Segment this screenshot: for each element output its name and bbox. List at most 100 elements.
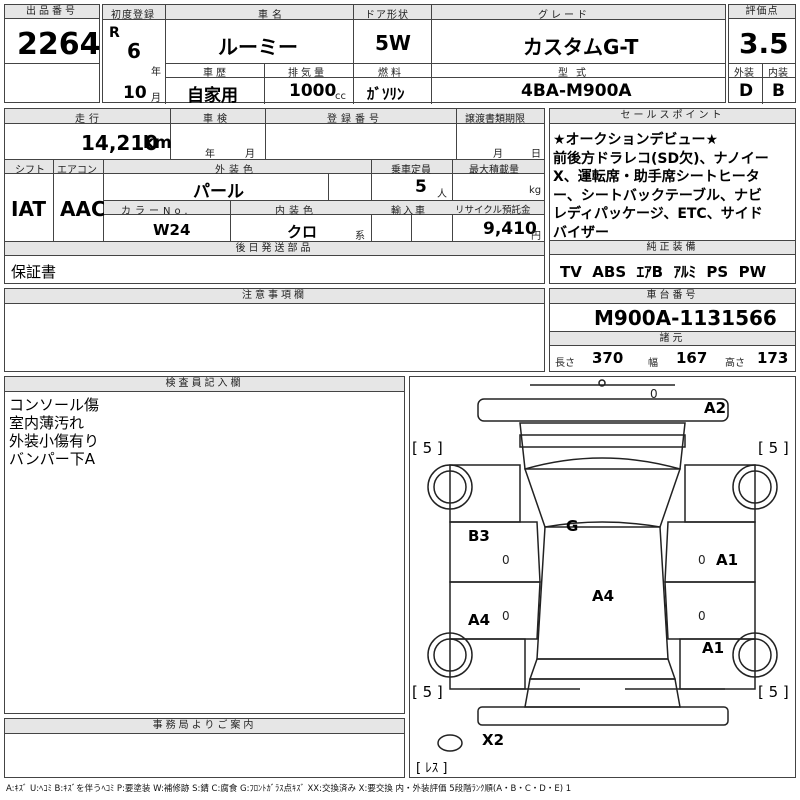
first-reg-era: R — [109, 25, 120, 41]
car-name-label: 車名 — [258, 10, 286, 21]
right-rear-door — [664, 581, 756, 640]
fuel-label: 燃料 — [378, 68, 404, 79]
car-outline-diagram — [427, 379, 778, 752]
transfer-deadline-label: 譲渡書類期限 — [465, 114, 525, 125]
hood — [519, 422, 686, 470]
shift-value: IAT — [11, 197, 47, 221]
notes-box: 注意事項欄 — [4, 288, 545, 372]
model-code-label: 型式 — [558, 68, 594, 79]
history-value: 自家用 — [187, 86, 238, 106]
inspector-label: 検査員記入欄 — [5, 377, 404, 392]
recycle-value: 9,410 — [483, 219, 537, 239]
ext-color-value: パール — [193, 182, 244, 202]
int-color-value: クロ — [287, 223, 318, 241]
office-label: 事務局よりご案内 — [5, 719, 404, 734]
lot-number-cell: 出品番号 2264 — [4, 4, 101, 103]
door-label: ドア形状 — [365, 10, 409, 21]
mark-front: A2 — [704, 399, 727, 417]
genuine-equipment-box: 純正装備 TV ABS ｴｱB ｱﾙﾐ PS PW — [549, 240, 796, 284]
mark-windshield: G — [566, 517, 579, 535]
inspection-label: 車検 — [203, 114, 231, 125]
spare-tire — [437, 734, 463, 752]
car-name-value: ルーミー — [218, 35, 298, 59]
mark-roof: A4 — [592, 587, 615, 605]
left-front-fender — [449, 464, 521, 523]
tire-front-left — [427, 464, 473, 510]
aircon-value: AAC — [60, 197, 106, 221]
mileage-label: 走行 — [75, 114, 103, 125]
left-front-door — [449, 521, 541, 583]
genuine-label: 純正装備 — [550, 241, 795, 255]
mark-rear: X2 — [482, 731, 505, 749]
tire-rear-right — [732, 632, 778, 678]
first-reg-year: 6 — [127, 39, 141, 63]
zero-mark-1: 0 — [502, 553, 510, 567]
zero-mark-3: 0 — [698, 553, 706, 567]
history-label: 車歴 — [203, 68, 229, 79]
import-label: 輸入車 — [391, 206, 427, 217]
lot-number-value: 2264 — [17, 27, 101, 62]
first-reg-month-unit: 月 — [151, 93, 161, 104]
score-value: 3.5 — [739, 27, 789, 60]
height-value: 173 — [757, 349, 789, 367]
damage-diagram: [ 5 ] [ 5 ] [ 5 ] [ 5 ] [ ﾚｽ ] A2 G B3 A… — [409, 376, 796, 778]
inspection-month-unit: 月 — [245, 149, 255, 160]
tire-rl-value: [ 5 ] — [412, 683, 443, 701]
front-emblem — [598, 379, 606, 387]
displacement-unit: cc — [335, 91, 346, 102]
tire-rr-value: [ 5 ] — [758, 683, 789, 701]
first-reg-month: 10 — [123, 83, 147, 103]
max-load-label: 最大積載量 — [469, 165, 519, 176]
recycle-unit: 円 — [531, 231, 541, 242]
rear-bumper — [477, 706, 729, 726]
zero-mark-2: 0 — [502, 609, 510, 623]
capacity-label: 乗車定員 — [391, 165, 431, 176]
sales-points-label: セールスポイント — [550, 109, 795, 124]
aircon-label: エアコン — [57, 165, 97, 176]
capacity-unit: 人 — [437, 189, 447, 200]
height-label: 高さ — [725, 358, 745, 369]
office-box: 事務局よりご案内 — [4, 718, 405, 778]
grade-value: カスタムG-T — [523, 35, 639, 59]
transfer-day-unit: 日 — [531, 149, 541, 160]
recycle-label: リサイクル預託金 — [455, 205, 531, 216]
reg-number-label: 登録番号 — [327, 114, 383, 125]
legend-text: A:ｷｽﾞ U:ﾍｺﾐ B:ｷｽﾞを伴うﾍｺﾐ P:要塗装 W:補修跡 S:錆 … — [6, 784, 572, 794]
width-label: 幅 — [648, 358, 658, 369]
grade-label: グレード — [538, 10, 590, 21]
score-cell: 評価点 3.5 外装 内装 D B — [728, 4, 796, 104]
chassis-box: 車台番号 M900A-1131566 諸元 長さ 370 幅 167 高さ 17… — [549, 288, 796, 372]
tire-fr-value: [ 5 ] — [758, 439, 789, 457]
length-label: 長さ — [555, 358, 575, 369]
mark-left-rear-door: A4 — [468, 611, 491, 629]
inspector-box: 検査員記入欄 コンソール傷 室内薄汚れ 外装小傷有り バンパー下A — [4, 376, 405, 714]
left-rear-door — [449, 581, 541, 640]
header-block: 出品番号 2264 初度登録 車名 ドア形状 グレード R 6 年 10 月 ル… — [4, 4, 796, 106]
tire-rear-left — [427, 632, 473, 678]
displacement-label: 排気量 — [288, 68, 327, 79]
chassis-label: 車台番号 — [550, 289, 795, 304]
right-rear-fender — [679, 638, 756, 690]
tire-fl-value: [ 5 ] — [412, 439, 443, 457]
ext-color-label: 外装色 — [215, 165, 257, 176]
zero-mark-5: 0 — [650, 387, 658, 401]
zero-mark-4: 0 — [698, 609, 706, 623]
first-reg-label: 初度登録 — [111, 10, 155, 21]
right-front-fender — [684, 464, 756, 523]
model-code-value: 4BA-M900A — [521, 81, 632, 101]
score-int-value: B — [772, 81, 785, 101]
right-front-door — [664, 521, 756, 583]
vehicle-header-grid: 初度登録 車名 ドア形状 グレード R 6 年 10 月 ルーミー 5W カスタ… — [102, 4, 726, 106]
max-load-unit: kg — [529, 185, 542, 196]
mileage-unit: km — [143, 133, 173, 153]
front-bumper — [477, 398, 729, 422]
mark-left-front-door: B3 — [468, 527, 490, 545]
capacity-value: 5 — [415, 177, 427, 197]
door-value: 5W — [375, 31, 411, 55]
left-rear-fender — [449, 638, 526, 690]
sales-points-text: ★オークションデビュー★ 前後方ドラレコ(SD欠)、ナノイー X、運転席・助手席… — [553, 132, 769, 241]
first-reg-year-unit: 年 — [151, 67, 161, 78]
int-color-unit: 系 — [355, 231, 365, 242]
int-color-label: 内装色 — [275, 206, 317, 217]
fuel-value: ｶﾞｿﾘﾝ — [367, 85, 405, 103]
